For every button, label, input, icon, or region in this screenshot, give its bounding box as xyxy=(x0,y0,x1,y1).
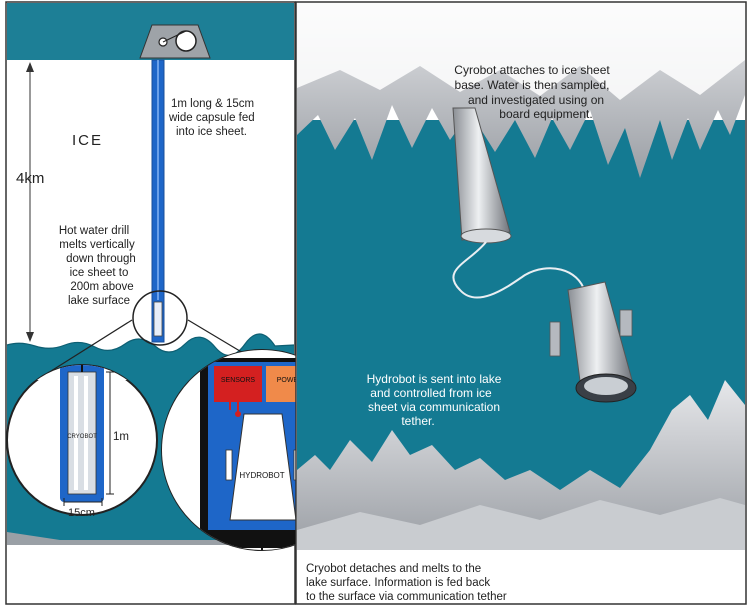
right-panel: Cyrobot attaches to ice sheet base. Wate… xyxy=(295,1,747,605)
communication-tether xyxy=(452,241,586,299)
detach-text-line: Cryobot detaches and melts to the xyxy=(306,563,481,575)
attach-text-line: Cyrobot attaches to ice sheet xyxy=(454,63,610,77)
detach-text-line: to the surface via communication tether xyxy=(306,591,507,603)
attach-text: Cyrobot attaches to ice sheet base. Wate… xyxy=(454,63,610,121)
sterilise-text-line: with H₂O₂ (which later breaks xyxy=(32,561,189,575)
hydrobot-pod xyxy=(549,281,637,403)
ice-sheet xyxy=(7,60,294,348)
hydrobot-label: HYDROBOT xyxy=(239,471,284,480)
capsule-text-line: 1m long & 15cm xyxy=(171,98,254,110)
capsule xyxy=(153,301,163,337)
winch-housing xyxy=(139,24,211,59)
drill-text-line: ice sheet to xyxy=(70,267,129,279)
lake-bed-rocks xyxy=(297,380,745,550)
hydrobot-text-line: sheet via communication xyxy=(368,400,500,414)
sterilise-text-line: down to H₂O+O₂) xyxy=(64,576,157,590)
depth-label: 4km xyxy=(16,170,44,187)
drill-text-line: lake surface xyxy=(68,295,130,307)
detach-text-line: lake surface. Information is fed back xyxy=(306,577,490,589)
sensors-label: SENSORS xyxy=(221,377,256,384)
hydrobot-text-line: and controlled from ice xyxy=(370,386,492,400)
cryobot-label: CRYOBOT xyxy=(67,434,97,440)
drill-text-line: Hot water drill xyxy=(59,225,129,237)
detach-text: Cryobot detaches and melts to the lake s… xyxy=(306,563,507,603)
capsule-text-line: into ice sheet. xyxy=(176,126,247,138)
zoom-circle-small xyxy=(132,290,188,346)
capsule-text: 1m long & 15cm wide capsule fed into ice… xyxy=(168,98,255,138)
attach-text-line: and investigated using on xyxy=(468,93,604,107)
sterilise-text: Cryobot equipment is sterilised with H₂O… xyxy=(29,546,193,590)
cryobot-capsule xyxy=(67,371,97,495)
drill-text-line: 200m above xyxy=(70,281,133,293)
hydrobot-text-line: tether. xyxy=(401,414,434,428)
ice-label: ICE xyxy=(72,132,103,149)
sensors-box xyxy=(214,366,262,402)
length-label: 1m xyxy=(113,431,129,443)
power-label: POWER xyxy=(277,377,303,384)
hydrobot-text: Hydrobot is sent into lake and controlle… xyxy=(367,372,502,428)
attach-text-line: base. Water is then sampled, xyxy=(455,78,610,92)
drill-text: Hot water drill melts vertically down th… xyxy=(59,225,136,307)
drill-text-line: down through xyxy=(66,253,136,265)
drill-text-line: melts vertically xyxy=(59,239,135,251)
capsule-text-line: wide capsule fed xyxy=(168,112,255,124)
attach-text-line: board equipment. xyxy=(499,107,592,121)
hydrobot-text-line: Hydrobot is sent into lake xyxy=(367,372,502,386)
cryobot-cone xyxy=(452,107,511,241)
width-label: 15cm xyxy=(68,507,95,519)
sterilise-text-line: Cryobot equipment is sterilised xyxy=(29,546,193,560)
